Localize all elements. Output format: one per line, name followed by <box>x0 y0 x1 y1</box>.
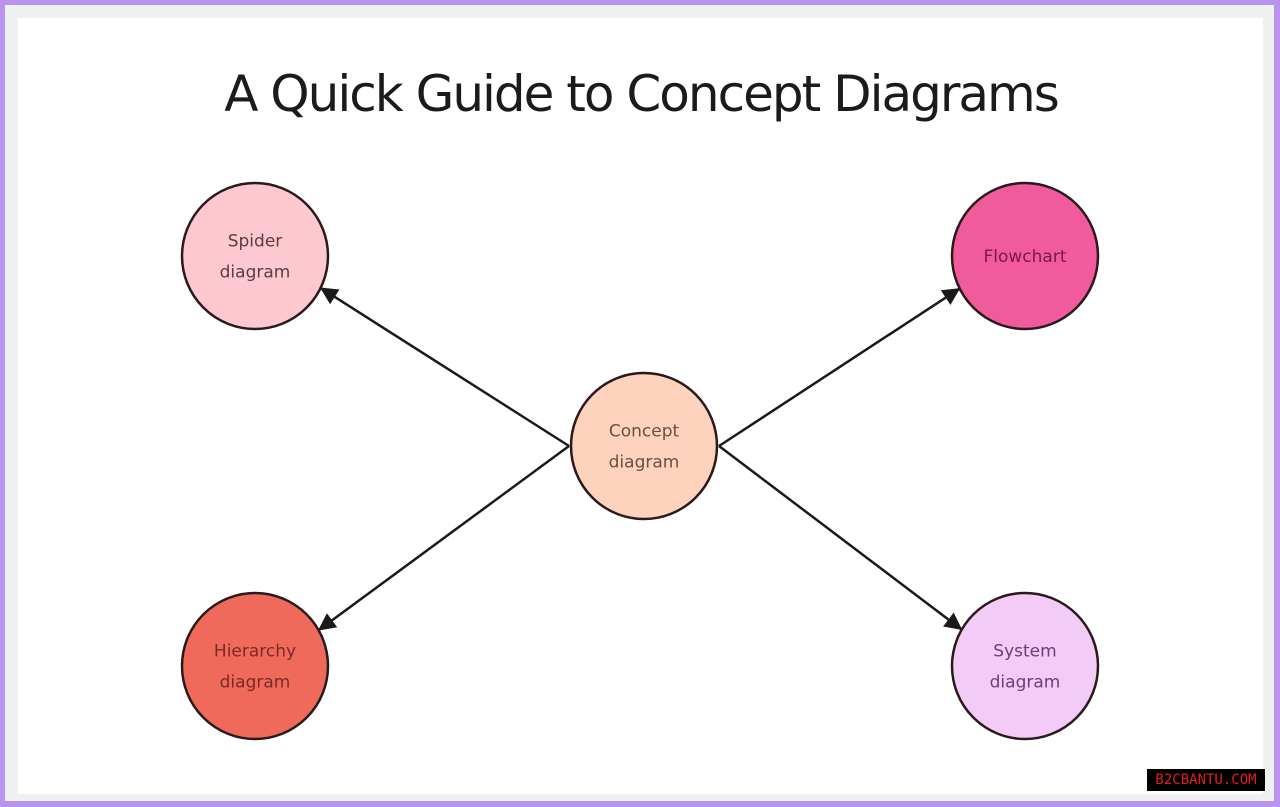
node-hierarchy: Hierarchy diagram <box>180 591 330 741</box>
nodes-group: Concept diagram Spider diagram FlowchartHier… <box>180 181 1100 741</box>
node-spider: Spider diagram <box>180 181 330 331</box>
node-label-spider: diagram <box>220 263 291 283</box>
node-label-flowchart: Flowchart <box>984 247 1067 267</box>
node-circle-system <box>950 591 1100 741</box>
node-label-concept: diagram <box>609 453 680 473</box>
page-title: A Quick Guide to Concept Diagrams <box>224 65 1060 123</box>
node-label-concept: Concept <box>609 422 680 442</box>
arrow-concept-to-flowchart <box>718 287 961 448</box>
node-circle-concept <box>569 371 719 521</box>
node-circle-spider <box>180 181 330 331</box>
watermark: B2CBANTU.COM <box>1147 769 1265 791</box>
arrow-concept-to-system <box>718 445 963 631</box>
arrow-concept-to-hierarchy <box>318 444 570 631</box>
node-label-system: diagram <box>990 673 1061 693</box>
node-label-hierarchy: Hierarchy <box>214 642 296 662</box>
node-flowchart: Flowchart <box>950 181 1100 331</box>
node-label-spider: Spider <box>228 232 283 252</box>
node-label-system: System <box>993 642 1056 662</box>
node-circle-hierarchy <box>180 591 330 741</box>
node-system: System diagram <box>950 591 1100 741</box>
node-concept: Concept diagram <box>569 371 719 521</box>
arrow-concept-to-spider <box>320 287 570 448</box>
node-label-hierarchy: diagram <box>220 673 291 693</box>
node-circle-flowchart <box>950 181 1100 331</box>
edges-group <box>318 287 963 631</box>
